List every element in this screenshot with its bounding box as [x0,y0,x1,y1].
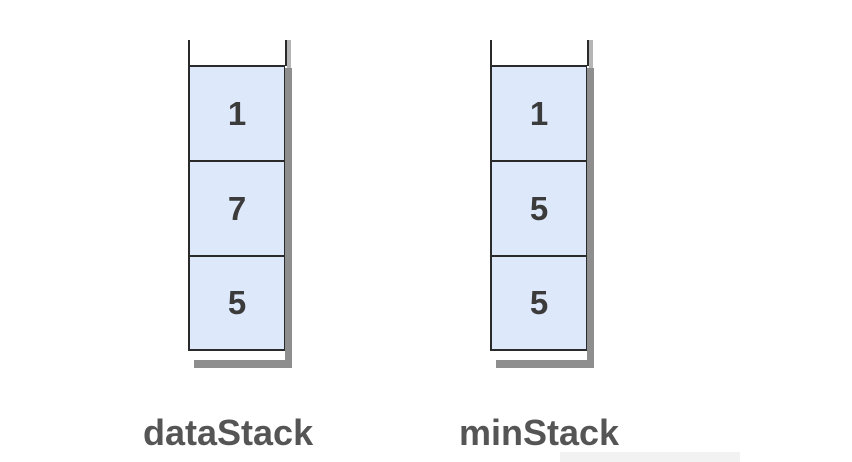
min-stack-cell: 5 [490,255,587,351]
min-stack-cell: 1 [490,65,587,161]
stack-shadow-bottom [194,360,292,368]
min-stack: 1 5 5 [490,0,610,462]
min-stack-cell: 5 [490,160,587,256]
stack-rail-right [285,40,287,66]
rail-shadow [589,40,593,68]
data-stack-cell: 1 [188,65,285,161]
data-stack-label: dataStack [143,412,314,453]
rail-shadow [287,40,291,68]
stack-rail-left [188,40,190,66]
data-stack-cell: 5 [188,255,285,351]
corner-artifact [560,452,740,462]
min-stack-label: minStack [459,412,620,453]
data-stack-cell: 7 [188,160,285,256]
stack-rail-left [490,40,492,66]
stack-shadow-right [285,68,292,368]
stack-shadow-right [587,68,594,368]
stack-rail-right [587,40,589,66]
data-stack-cells: 1 7 5 [188,65,287,351]
data-stack: 1 7 5 [188,0,308,462]
min-stack-cells: 1 5 5 [490,65,589,351]
stack-shadow-bottom [496,360,594,368]
